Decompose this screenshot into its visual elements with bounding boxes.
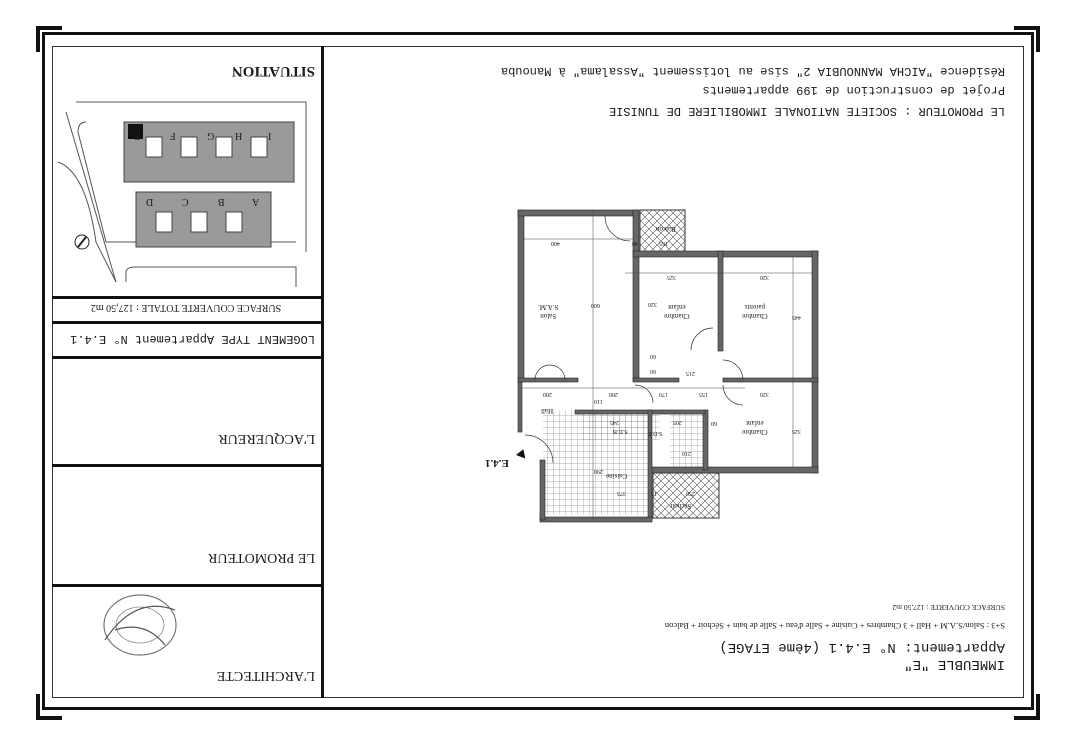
room-hall: Hall	[541, 407, 554, 415]
dimension: 320	[760, 274, 769, 280]
dimension: 15	[651, 490, 657, 496]
walls	[517, 209, 819, 523]
title-block-divider	[321, 46, 324, 698]
floor-plan	[517, 209, 819, 523]
site-letter: F	[170, 130, 176, 141]
room-sechoir: Séchoir	[670, 502, 692, 510]
divider	[52, 464, 322, 467]
north-arrow-icon	[74, 234, 90, 250]
dimension: 290	[594, 468, 603, 474]
projet-line: Projet de construction de 199 appartemen…	[702, 83, 1005, 97]
room-label: parents	[744, 303, 765, 311]
room-label: enfant	[668, 303, 686, 311]
dimension: 210	[682, 450, 691, 456]
dimension: 325	[792, 428, 801, 434]
divider	[52, 296, 322, 299]
dimension-lines	[522, 210, 812, 520]
room-cuisine: Cuisine	[606, 472, 628, 480]
sechoir-area	[652, 472, 720, 519]
site-letter: I	[268, 130, 272, 141]
frame-corner	[1014, 694, 1040, 720]
balcony	[639, 209, 686, 254]
surface-totale: SURFACE COUVERTE TOTALE : 127,50 m2	[90, 302, 282, 313]
logement-type: LOGEMENT TYPE Appartement N° E.4.1	[70, 332, 315, 346]
room-label: Salon	[540, 312, 557, 320]
frame-corner	[36, 694, 62, 720]
room-sde: S.D.E	[648, 430, 663, 436]
dimension: 320	[760, 391, 769, 397]
dimension: 400	[551, 240, 560, 246]
apartment-location-marker	[128, 124, 143, 139]
promoteur-line: LE PROMOTEUR : SOCIETE NATIONALE IMMOBIL…	[608, 104, 1005, 118]
divider	[52, 584, 322, 587]
room-sdb: S.D.B	[613, 428, 628, 434]
site-letter: E	[134, 130, 141, 141]
site-letter: A	[252, 196, 260, 207]
acquereur-label: L'ACQUEREUR	[218, 431, 315, 446]
signature	[104, 605, 176, 646]
frame-corner	[1014, 26, 1040, 52]
dimension: 60	[711, 420, 717, 426]
room-label: enfant	[746, 419, 764, 427]
site-letter: H	[235, 130, 243, 141]
room-label: S.A.M.	[538, 303, 559, 311]
site-map	[57, 101, 307, 287]
page-frame-inner	[52, 46, 1024, 698]
situation-title: SITUATION	[231, 63, 315, 79]
dimension: 325	[667, 274, 676, 280]
surface-couverte: SURFACE COUVERTE : 127,50 m2	[892, 603, 1005, 612]
dimension: 320	[648, 301, 657, 307]
dimension: 165	[659, 240, 668, 246]
dimension: 245	[610, 419, 619, 425]
site-letter: D	[146, 196, 154, 207]
dimension: 200	[609, 391, 618, 397]
composition-line: S+3 : Salon/S.A.M + Hall + 3 Chambres + …	[664, 621, 1005, 631]
architecte-label: L'ARCHITECTE	[216, 668, 315, 683]
divider	[52, 356, 322, 359]
appartement-title: Appartement: N° E.4.1 (4ème ETAGE)	[719, 639, 1005, 655]
doors	[524, 215, 744, 464]
dimension: 205	[673, 419, 682, 425]
dimension: 110	[594, 398, 603, 404]
dimension: 250	[686, 490, 695, 496]
room-label: Chambre	[742, 428, 768, 436]
site-letter: C	[182, 196, 189, 207]
sdb-floor	[580, 412, 660, 440]
dimension: 40	[632, 240, 638, 246]
site-building-row-top	[123, 121, 295, 183]
room-balcon: Balcon	[656, 225, 676, 233]
room-label: Chambre	[664, 312, 690, 320]
dimension: 155	[699, 391, 708, 397]
divider	[52, 321, 322, 324]
sde-floor	[670, 412, 705, 467]
dimension: 60	[650, 368, 656, 374]
dimension: 170	[659, 391, 668, 397]
dimension: 445	[792, 314, 801, 320]
site-letter: B	[218, 196, 225, 207]
dimension: 200	[543, 391, 552, 397]
room-label: Chambre	[742, 312, 768, 320]
frame-corner	[36, 26, 62, 52]
page-frame-outer	[42, 32, 1034, 710]
architect-stamp	[103, 594, 177, 656]
unit-label: E.4.1	[485, 457, 509, 469]
dimension: 375	[617, 490, 626, 496]
site-building-row-bottom	[135, 191, 272, 248]
immeuble-title: IMMEUBLE "E"	[904, 656, 1005, 672]
dimension: 600	[591, 302, 600, 308]
promoteur-label: LE PROMOTEUR	[208, 550, 315, 565]
dimension: 215	[686, 370, 695, 376]
residence-line: Résidence "AICHA MANNOUBIA 2" sise au lo…	[500, 64, 1005, 78]
site-letter: G	[207, 130, 215, 141]
dimension: 60	[650, 353, 656, 359]
